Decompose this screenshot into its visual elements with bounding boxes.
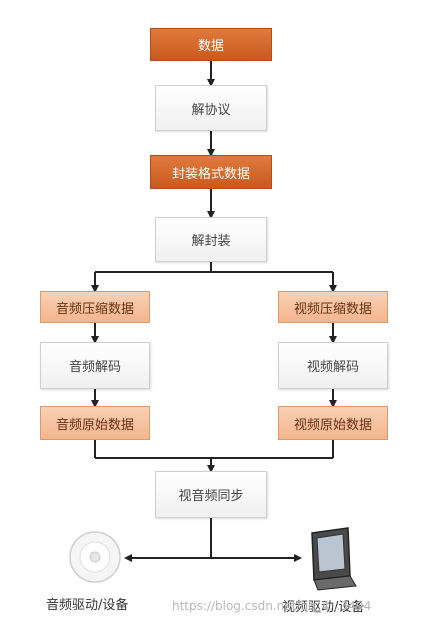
node-video-raw-label: 视频原始数据 [293, 417, 372, 433]
node-video-decode-label: 视频解码 [306, 360, 359, 375]
node-video-decode: 视频解码 [278, 342, 388, 389]
node-demux-protocol-label: 解协议 [191, 102, 231, 118]
node-demux-protocol: 解协议 [155, 85, 267, 131]
watermark: https://blog.csdn.net/qq_4...3494 [172, 599, 372, 613]
node-audio-raw: 音频原始数据 [40, 406, 150, 440]
node-demux-label: 解封装 [191, 234, 231, 249]
node-audio-decode: 音频解码 [40, 342, 150, 389]
node-container-data-label: 封装格式数据 [171, 166, 250, 182]
node-av-sync: 视音频同步 [155, 471, 267, 518]
node-audio-decode-label: 音频解码 [68, 360, 121, 375]
node-audio-compressed-label: 音频压缩数据 [55, 301, 134, 317]
node-video-compressed-label: 视频压缩数据 [293, 301, 372, 317]
audio-device-label: 音频驱动/设备 [46, 598, 129, 613]
node-demux: 解封装 [155, 217, 267, 262]
node-av-sync-label: 视音频同步 [178, 489, 244, 504]
monitor-icon [311, 527, 357, 591]
node-audio-compressed: 音频压缩数据 [40, 291, 150, 323]
speaker-disc-icon [69, 531, 121, 583]
node-container-data: 封装格式数据 [150, 155, 272, 189]
node-audio-raw-label: 音频原始数据 [55, 417, 134, 433]
node-data-label: 数据 [197, 39, 224, 54]
video-device-label: 视频驱动/设备 [282, 600, 365, 615]
node-video-raw: 视频原始数据 [278, 406, 388, 440]
node-video-compressed: 视频压缩数据 [278, 291, 388, 323]
node-data: 数据 [150, 28, 272, 61]
